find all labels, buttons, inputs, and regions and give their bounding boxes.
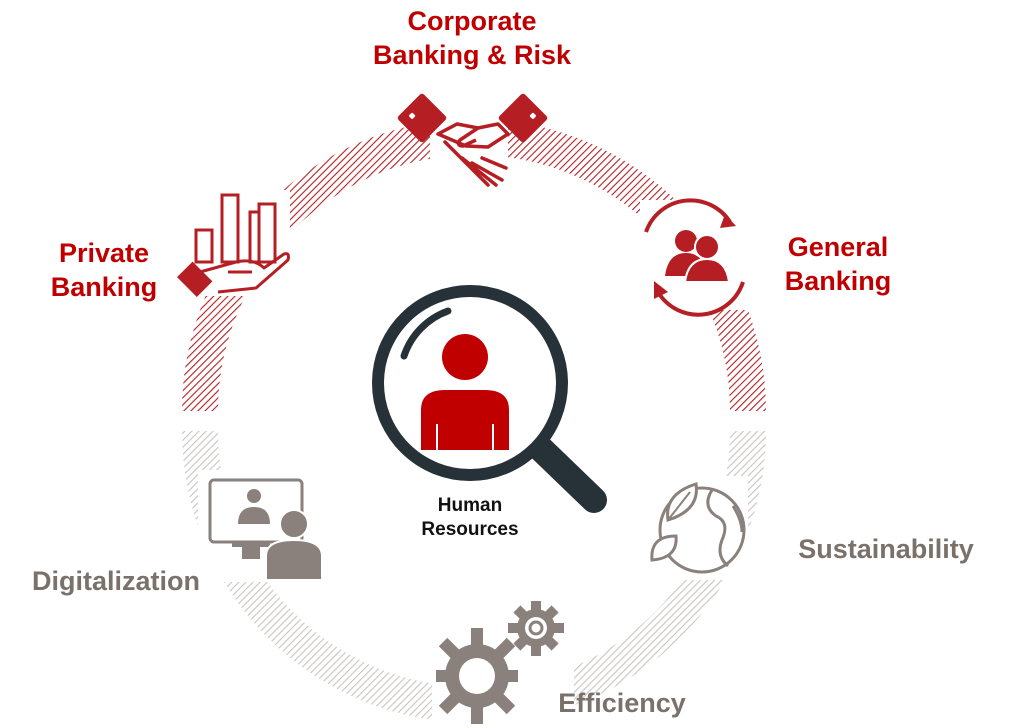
label-efficiency: Efficiency <box>558 688 686 718</box>
label-private-banking: Private Banking <box>50 238 158 302</box>
label-human-resources: Human Resources <box>421 495 519 540</box>
leaf-globe-icon <box>648 476 748 580</box>
label-general-banking: General Banking <box>784 232 892 296</box>
gears-icon <box>432 596 574 724</box>
ring-lower-half <box>182 431 766 723</box>
handshake-icon <box>397 93 548 209</box>
video-call-icon <box>198 470 328 582</box>
label-corporate-banking: Corporate Banking & Risk <box>372 6 572 70</box>
magnifier-person-icon <box>372 285 607 513</box>
hand-chart-icon <box>177 190 290 297</box>
ring-upper-half <box>182 119 766 411</box>
label-digitalization: Digitalization <box>32 566 200 596</box>
label-sustainability: Sustainability <box>798 534 974 564</box>
people-cycle-icon <box>640 198 748 317</box>
